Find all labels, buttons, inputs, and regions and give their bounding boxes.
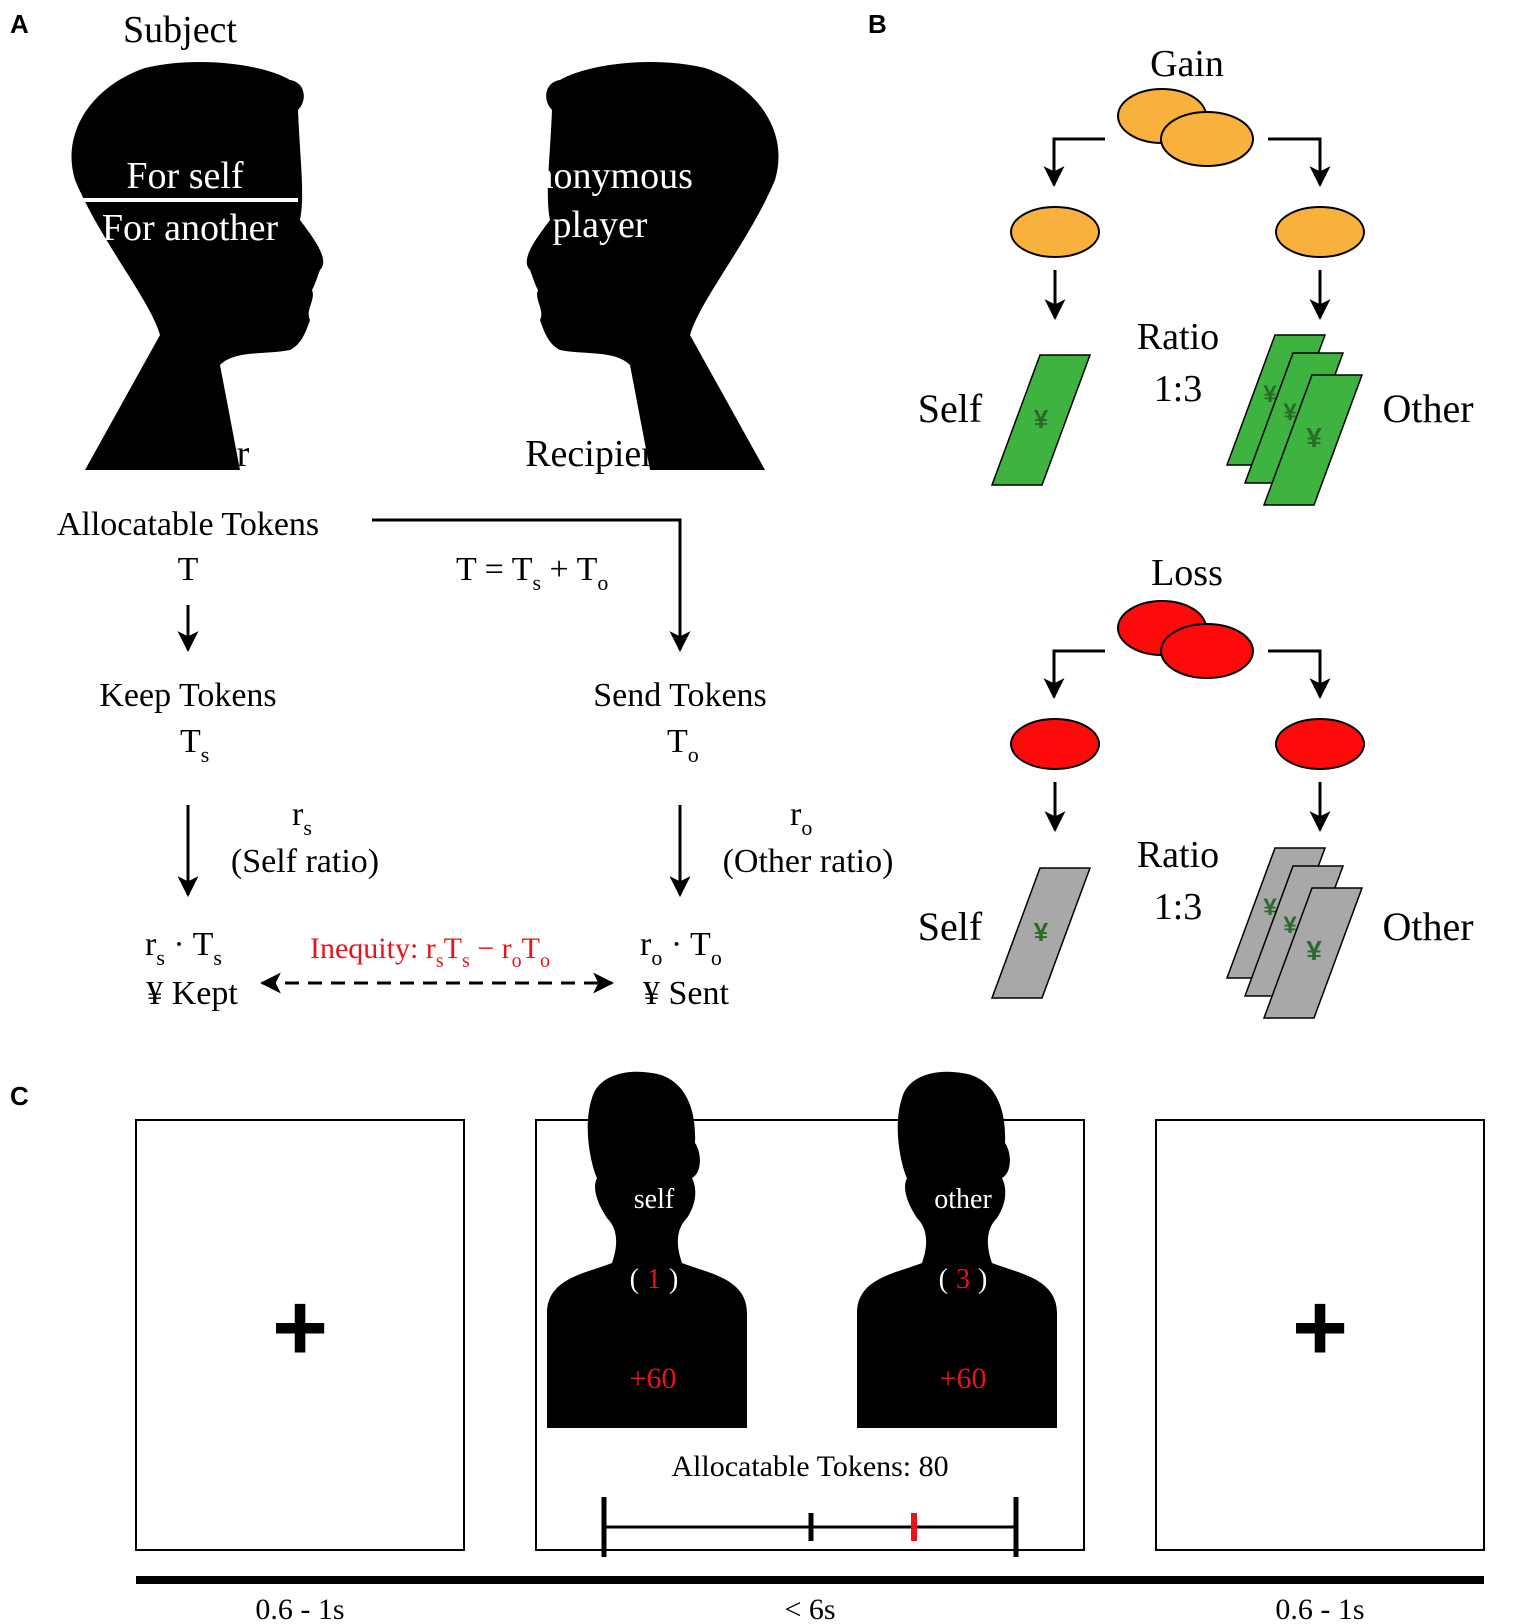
- dictator-head-silhouette: [71, 61, 324, 470]
- ts-label: Ts: [180, 723, 209, 767]
- loss-left-arrow: [1043, 649, 1105, 700]
- total-equation: T = Ts + To: [456, 551, 608, 595]
- gain-self-coin: [1010, 206, 1100, 258]
- panel-b-letter: B: [868, 9, 887, 39]
- panel-c: C + self other (1) (3) +60 +60 Allocatab…: [10, 1071, 1485, 1624]
- panel-a-letter: A: [10, 9, 29, 39]
- gain-left-arrow: [1043, 137, 1105, 188]
- loss-self-bill: ¥: [990, 867, 1092, 999]
- dictator-label: Dictator: [125, 433, 250, 475]
- fixation-cross-2: +: [1292, 1274, 1348, 1381]
- loss-self-label: Self: [918, 904, 983, 949]
- other-label: other: [934, 1184, 992, 1215]
- loss-other-bills: ¥ ¥ ¥: [1225, 847, 1364, 1019]
- allocatable-tokens-display: Allocatable Tokens: 80: [671, 1450, 948, 1483]
- fixation-cross-1: +: [272, 1274, 328, 1381]
- self-ratio-label: (Self ratio): [231, 843, 379, 880]
- allocation-slider[interactable]: [601, 1497, 1019, 1557]
- yen-icon: ¥: [1263, 894, 1277, 921]
- fixation-screen-1: [135, 1119, 465, 1551]
- keep-tokens-label: Keep Tokens: [99, 677, 276, 714]
- player-label: player: [553, 204, 648, 246]
- self-ratio-value: (1): [630, 1264, 679, 1295]
- for-another-label: For another: [102, 207, 279, 249]
- kept-product: rs · Ts: [145, 926, 222, 970]
- panel-c-letter: C: [10, 1081, 29, 1111]
- recipient-head-silhouette: [526, 61, 779, 470]
- sent-product: ro · To: [640, 926, 722, 970]
- time-label-2: < 6s: [784, 1593, 835, 1624]
- loss-label: Loss: [1151, 552, 1223, 594]
- fixation-screen-2: [1155, 1119, 1485, 1551]
- loss-section: Loss Ratio 1:3 Self Other ¥ ¥ ¥: [918, 552, 1474, 1019]
- send-arrow: [372, 518, 691, 653]
- loss-self-coin: [1010, 718, 1100, 770]
- gain-right-arrow: [1268, 137, 1331, 188]
- time-label-3: 0.6 - 1s: [1275, 1593, 1364, 1624]
- other-ratio-label: (Other ratio): [723, 843, 894, 880]
- gain-coin-front: [1160, 111, 1254, 167]
- yen-icon: ¥: [1306, 935, 1322, 966]
- anonymous-label: Anonymous: [507, 155, 693, 197]
- loss-ratio-label: Ratio: [1137, 834, 1219, 876]
- yen-icon: ¥: [1283, 912, 1297, 939]
- time-label-1: 0.6 - 1s: [255, 1593, 344, 1624]
- loss-other-coin: [1275, 718, 1365, 770]
- gain-self-label: Self: [918, 386, 983, 431]
- sent-label: ¥ Sent: [643, 975, 730, 1012]
- yen-icon: ¥: [1263, 381, 1277, 408]
- self-amount: +60: [630, 1362, 677, 1395]
- rs-label: rs: [292, 796, 312, 840]
- send-tokens-label: Send Tokens: [593, 677, 767, 714]
- gain-ratio-value: 1:3: [1154, 368, 1203, 410]
- other-ratio-value: (3): [939, 1264, 988, 1295]
- yen-icon: ¥: [1283, 399, 1297, 426]
- yen-icon: ¥: [1034, 404, 1049, 434]
- loss-coin-front: [1160, 623, 1254, 679]
- yen-icon: ¥: [1306, 422, 1322, 453]
- gain-other-bills: ¥ ¥ ¥: [1225, 334, 1364, 506]
- to-label: To: [667, 723, 699, 767]
- allocatable-tokens-label: Allocatable Tokens: [57, 506, 319, 543]
- other-amount: +60: [940, 1362, 987, 1395]
- loss-ratio-value: 1:3: [1154, 886, 1203, 928]
- t-label: T: [178, 551, 199, 588]
- gain-label: Gain: [1150, 43, 1224, 85]
- panel-a: A Subject For self For another Anonymous…: [10, 9, 893, 1012]
- gain-other-label: Other: [1382, 386, 1473, 431]
- gain-ratio-label: Ratio: [1137, 316, 1219, 358]
- panel-b: B Gain Ratio 1:3 Self Other ¥ ¥: [868, 9, 1474, 1019]
- inequity-label: Inequity: rsTs − roTo: [310, 932, 550, 972]
- gain-self-bill: ¥: [990, 354, 1092, 486]
- loss-right-arrow: [1268, 649, 1331, 700]
- recipient-label: Recipient: [525, 433, 671, 475]
- subject-label: Subject: [123, 9, 237, 51]
- loss-other-label: Other: [1382, 904, 1473, 949]
- yen-icon: ¥: [1034, 917, 1049, 947]
- gain-section: Gain Ratio 1:3 Self Other ¥ ¥ ¥: [918, 43, 1474, 506]
- gain-other-coin: [1275, 206, 1365, 258]
- kept-label: ¥ Kept: [146, 975, 238, 1012]
- for-self-label: For self: [126, 155, 244, 197]
- ro-label: ro: [790, 796, 812, 840]
- self-label: self: [634, 1184, 675, 1215]
